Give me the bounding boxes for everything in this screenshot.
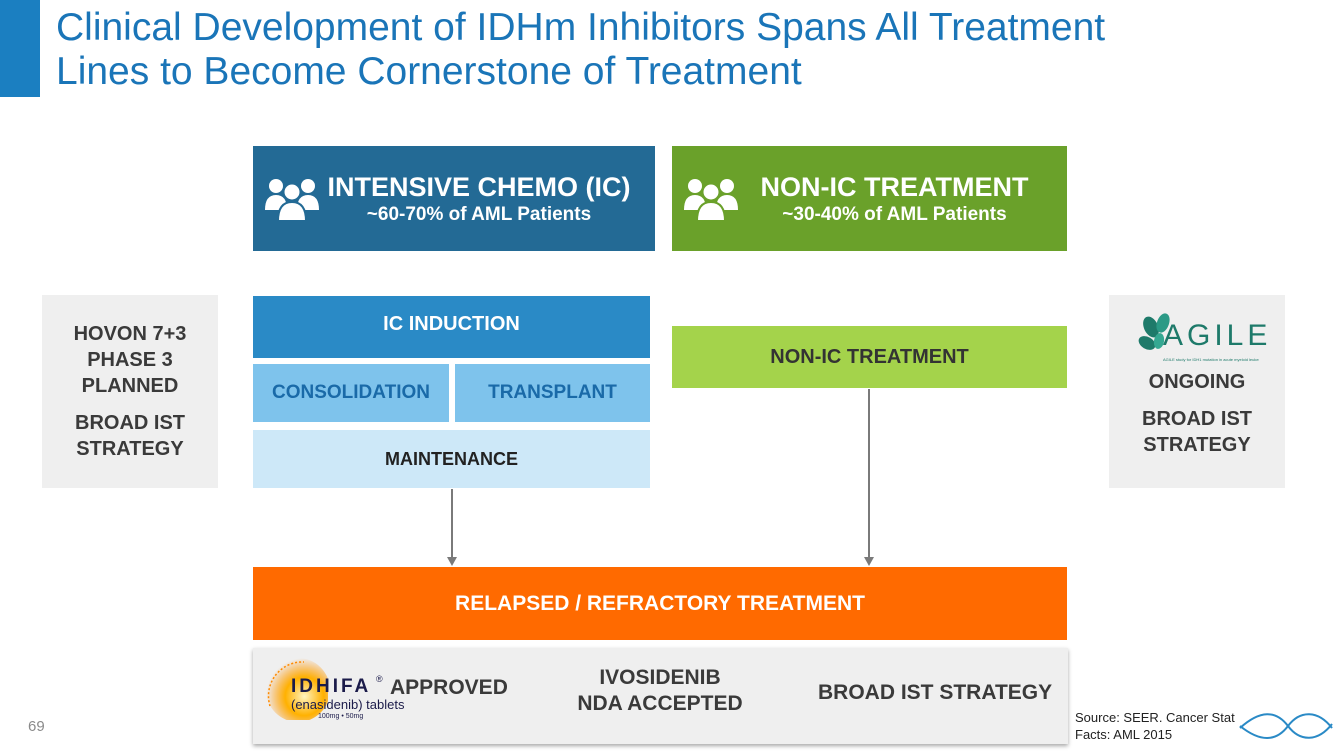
left-panel-line4: BROAD IST — [75, 412, 185, 434]
transplant-label: TRANSPLANT — [488, 382, 617, 403]
people-icon — [265, 179, 319, 222]
source-note: Source: SEER. Cancer Stat Facts: AML 201… — [1075, 709, 1235, 743]
relapsed-refractory-label: RELAPSED / REFRACTORY TREATMENT — [455, 591, 865, 615]
right-panel-line2: BROAD IST — [1142, 408, 1252, 430]
ic-arrow-line — [451, 489, 453, 557]
ic-arrow-head — [447, 557, 457, 566]
page-number: 69 — [28, 718, 45, 735]
maintenance-label: MAINTENANCE — [385, 448, 518, 469]
idhifa-burst-icon — [266, 658, 328, 720]
transplant-box: TRANSPLANT — [455, 364, 650, 422]
consolidation-box: CONSOLIDATION — [253, 364, 449, 422]
non-ic-header-title: NON-IC TREATMENT — [760, 171, 1029, 202]
title-accent-bar — [0, 0, 40, 97]
non-ic-treatment-box: NON-IC TREATMENT — [672, 326, 1067, 388]
slide-title-line2: Lines to Become Cornerstone of Treatment — [56, 50, 802, 93]
ic-induction-label: IC INDUCTION — [383, 312, 520, 335]
ic-header-subtitle: ~60-70% of AML Patients — [366, 203, 592, 225]
idhifa-logo: IDHIFA ® (enasidenib) tablets 100mg • 50… — [258, 650, 404, 722]
ic-header-title: INTENSIVE CHEMO (IC) — [327, 171, 631, 202]
source-line2: Facts: AML 2015 — [1075, 727, 1173, 742]
left-trial-panel: HOVON 7+3 PHASE 3 PLANNED BROAD IST STRA… — [42, 295, 218, 488]
idhifa-brand: IDHIFA — [291, 676, 372, 697]
right-panel-line3: STRATEGY — [1143, 434, 1251, 456]
agile-logo-text: AGILE — [1163, 319, 1272, 352]
approved-label: APPROVED — [390, 676, 508, 699]
slide-title: Clinical Development of IDHm Inhibitors … — [56, 6, 1256, 94]
idhifa-dose: 100mg • 50mg — [318, 713, 364, 720]
right-panel-line1: ONGOING — [1148, 371, 1246, 393]
idhifa-subtitle: (enasidenib) tablets — [291, 697, 405, 712]
company-wave-logo — [1239, 713, 1333, 739]
agile-logo: AGILE AGILE study for IDH1 mutation in a… — [1137, 313, 1267, 367]
people-icon — [684, 179, 738, 222]
slide-title-line1: Clinical Development of IDHm Inhibitors … — [56, 6, 1106, 49]
ic-header: INTENSIVE CHEMO (IC) ~60-70% of AML Pati… — [253, 146, 655, 251]
source-line1: Source: SEER. Cancer Stat — [1075, 710, 1235, 725]
left-panel-line5: STRATEGY — [76, 438, 184, 460]
left-panel-line1: HOVON 7+3 — [73, 323, 187, 345]
left-panel-line2: PHASE 3 — [87, 349, 173, 371]
ivosidenib-line2: NDA ACCEPTED — [577, 692, 743, 715]
consolidation-label: CONSOLIDATION — [272, 382, 430, 403]
relapsed-refractory-box: RELAPSED / REFRACTORY TREATMENT — [253, 567, 1067, 640]
ic-induction-box: IC INDUCTION — [253, 296, 650, 358]
maintenance-box: MAINTENANCE — [253, 430, 650, 488]
right-trial-panel: AGILE AGILE study for IDH1 mutation in a… — [1109, 295, 1285, 488]
therapies-strip — [253, 648, 1068, 744]
registered-mark: ® — [376, 674, 383, 684]
ivosidenib-status: IVOSIDENIB NDA ACCEPTED — [570, 665, 750, 717]
ivosidenib-line1: IVOSIDENIB — [599, 666, 721, 689]
non-ic-header: NON-IC TREATMENT ~30-40% of AML Patients — [672, 146, 1067, 251]
agile-leaf-icon — [1138, 313, 1170, 350]
broad-ist-strategy-label: BROAD IST STRATEGY — [818, 681, 1053, 704]
left-panel-line3: PLANNED — [81, 375, 179, 397]
non-ic-header-subtitle: ~30-40% of AML Patients — [782, 203, 1007, 225]
non-ic-arrow-head — [864, 557, 874, 566]
agile-logo-tagline: AGILE study for IDH1 mutation in acute m… — [1163, 357, 1259, 362]
non-ic-arrow-line — [868, 389, 870, 557]
non-ic-treatment-label: NON-IC TREATMENT — [770, 345, 969, 368]
